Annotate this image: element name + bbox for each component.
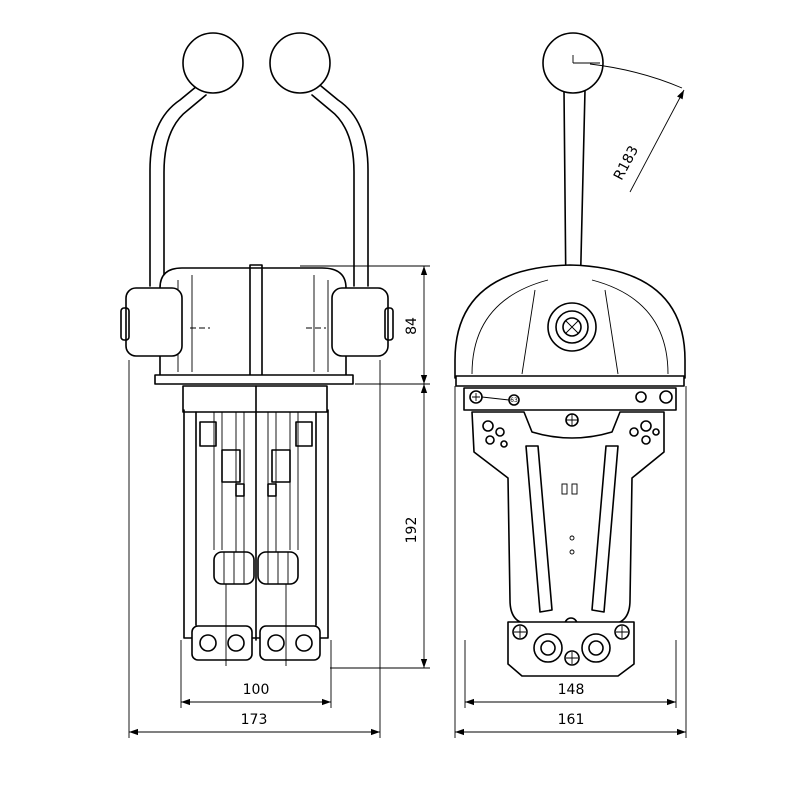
dim-label-100: 100 bbox=[243, 682, 270, 698]
left-view: 84 192 100 173 bbox=[120, 32, 430, 738]
dim-label-192: 192 bbox=[404, 517, 420, 544]
side-mechanism: 63 bbox=[463, 387, 677, 677]
radius-label: R183 bbox=[611, 143, 642, 183]
dim-label-84: 84 bbox=[404, 317, 420, 335]
dim-label-148: 148 bbox=[558, 682, 585, 698]
left-lever-knob bbox=[182, 32, 244, 94]
left-mechanism bbox=[182, 385, 329, 666]
right-lever bbox=[269, 32, 369, 287]
dim-label-173: 173 bbox=[241, 712, 268, 728]
side-lever bbox=[542, 32, 604, 301]
part-label-63: 63 bbox=[510, 397, 518, 404]
radius-dimension: R183 bbox=[589, 63, 685, 193]
side-housing bbox=[454, 264, 686, 387]
left-housing bbox=[120, 264, 394, 385]
left-lever bbox=[149, 32, 244, 287]
base-plate bbox=[154, 374, 354, 385]
right-lever-knob bbox=[269, 32, 331, 94]
left-hub bbox=[125, 287, 183, 357]
side-base-plate bbox=[455, 375, 685, 387]
right-hub bbox=[331, 287, 389, 357]
right-view: R183 63 bbox=[454, 32, 687, 738]
radius-leader bbox=[629, 89, 685, 193]
dim-label-161: 161 bbox=[558, 712, 585, 728]
left-dimensions: 84 192 100 173 bbox=[128, 265, 430, 738]
right-dimensions: 148 161 bbox=[454, 386, 687, 738]
